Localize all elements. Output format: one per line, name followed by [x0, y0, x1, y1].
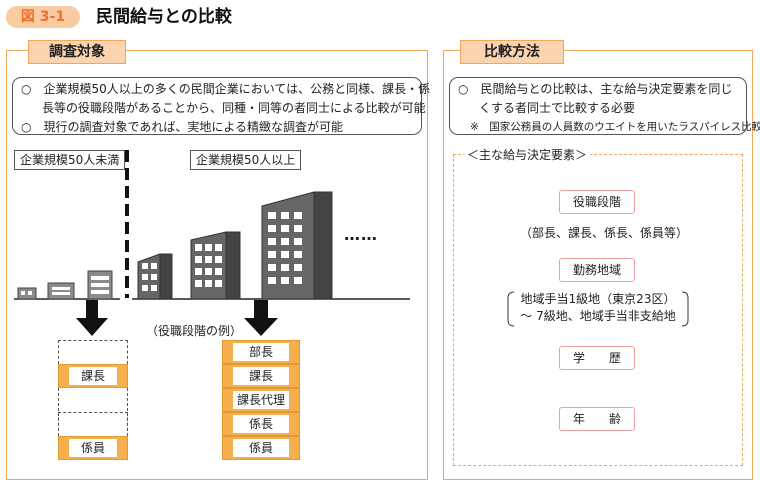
down-arrow-large-icon — [244, 300, 278, 336]
over-50-label: 企業規模50人以上 — [190, 150, 302, 170]
down-arrow-small-icon — [76, 300, 108, 336]
factors-title: ＜主な給与決定要素＞ — [464, 146, 591, 163]
large-position-label: 課長代理 — [233, 391, 289, 409]
factor-position: 役職段階 — [559, 190, 635, 214]
large-position-label: 課長 — [233, 367, 289, 385]
comparison-method-label: 比較方法 — [460, 40, 564, 64]
right-bracket-icon — [681, 291, 689, 327]
note-line-1: ○ 企業規模50人以上の多くの民間企業においては、公務と同様、課長・係 — [21, 82, 431, 96]
large-position-label: 係員 — [233, 439, 289, 457]
large-position-label: 係長 — [233, 415, 289, 433]
building-large-icon — [190, 231, 241, 300]
empty-position-slot — [58, 412, 128, 436]
small-position-label: 係員 — [69, 439, 117, 457]
building-tiny-icon — [17, 287, 37, 300]
large-position-box: 課長代理 — [222, 388, 300, 412]
large-position-label: 部長 — [233, 343, 289, 361]
large-position-box: 係長 — [222, 412, 300, 436]
figure-badge: 図 3-1 — [6, 6, 80, 28]
building-tower-icon — [261, 191, 333, 300]
under-50-label: 企業規模50人未満 — [14, 150, 126, 170]
small-position-label: 課長 — [69, 367, 117, 385]
small-position-box: 課長 — [58, 364, 128, 388]
factor-region-detail-line-1: 地域手当1級地（東京23区） — [520, 292, 676, 306]
large-position-box: 係員 — [222, 436, 300, 460]
survey-target-label: 調査対象 — [28, 40, 126, 64]
large-position-box: 課長 — [222, 364, 300, 388]
method-note-line-2: くする者同士で比較する必要 — [479, 101, 636, 115]
building-small-icon — [47, 282, 75, 300]
empty-position-slot — [58, 340, 128, 364]
method-note-line-1: ○ 民間給与との比較は、主な給与決定要素を同じ — [458, 82, 733, 96]
factor-region-detail-line-2: ～ 7級地、地域手当非支給地 — [520, 309, 676, 323]
building-medium-icon — [137, 253, 173, 300]
note-line-2: 長等の役職段階があることから、同種・同等の者同士による比較が可能 — [42, 101, 426, 115]
left-bracket-icon — [507, 291, 515, 327]
factor-region: 勤務地域 — [559, 258, 635, 282]
more-buildings-ellipsis: …… — [344, 225, 378, 244]
factor-position-detail: （部長、課長、係長、係員等） — [520, 226, 689, 240]
factor-age: 年 齢 — [559, 407, 635, 431]
factors-area — [453, 154, 743, 466]
survey-target-notes: ○ 企業規模50人以上の多くの民間企業においては、公務と同様、課長・係 長等の役… — [12, 77, 431, 135]
factor-region-detail: 地域手当1級地（東京23区） ～ 7級地、地域手当非支給地 — [512, 291, 684, 327]
comparison-method-notes: ○ 民間給与との比較は、主な給与決定要素を同じ くする者同士で比較する必要 ※ … — [449, 77, 760, 135]
figure-title: 民間給与との比較 — [96, 7, 232, 27]
building-medium-small-icon — [87, 270, 113, 300]
small-position-box: 係員 — [58, 436, 128, 460]
factor-education: 学 歴 — [559, 346, 635, 370]
note-line-3: ○ 現行の調査対象であれば、実地による精緻な調査が可能 — [21, 120, 343, 134]
position-example-label: （役職段階の例） — [146, 324, 243, 338]
large-position-box: 部長 — [222, 340, 300, 364]
method-note-line-3: ※ 国家公務員の人員数のウエイトを用いたラスパイレス比較 — [470, 121, 760, 133]
